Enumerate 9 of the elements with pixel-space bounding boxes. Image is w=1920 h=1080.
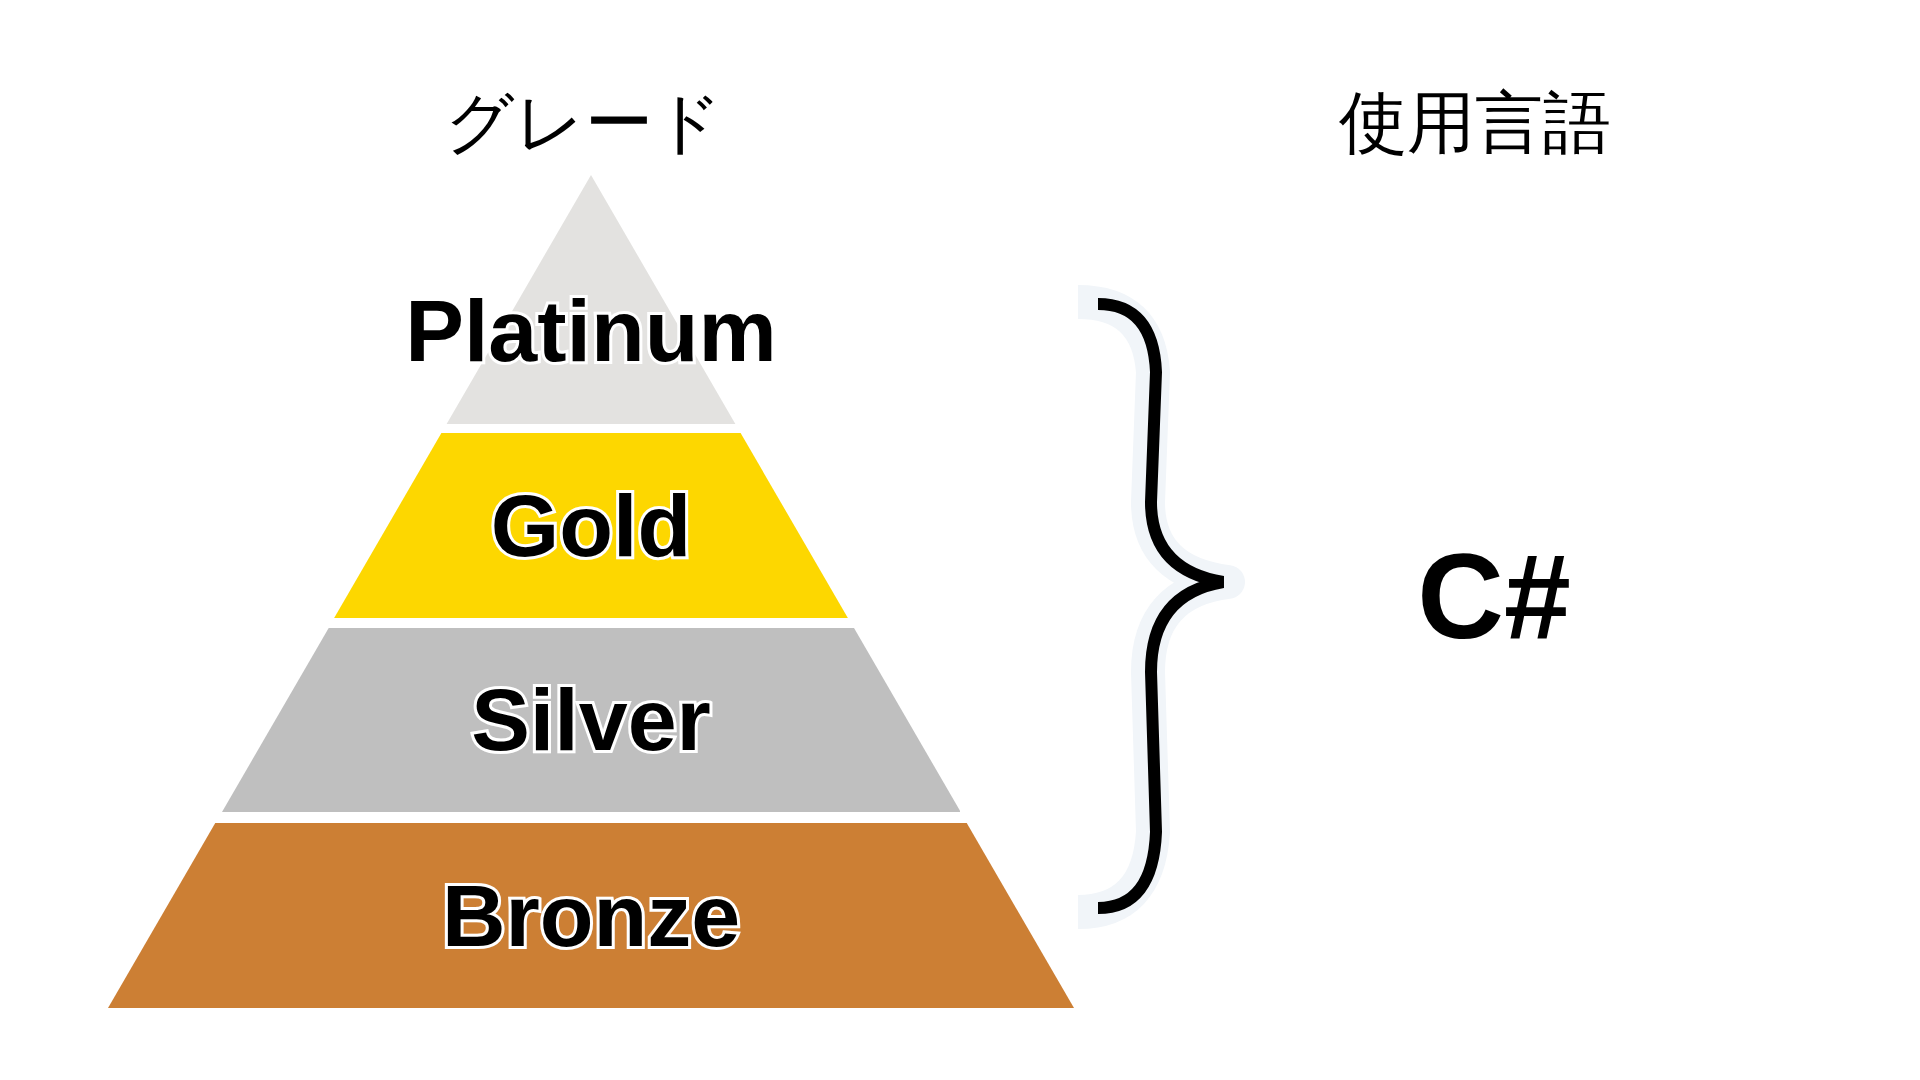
pyramid-layer: [108, 823, 1074, 1008]
heading-text: グレード: [445, 88, 723, 156]
pyramid-layer: [221, 628, 961, 812]
layer-label: Silver: [471, 676, 711, 764]
heading-text: C#: [1417, 536, 1571, 656]
layer-label: Bronze: [441, 871, 741, 960]
heading-text: 使用言語: [1339, 88, 1611, 156]
layer-label: Gold: [490, 481, 692, 570]
layer-label: Platinum: [405, 286, 777, 375]
